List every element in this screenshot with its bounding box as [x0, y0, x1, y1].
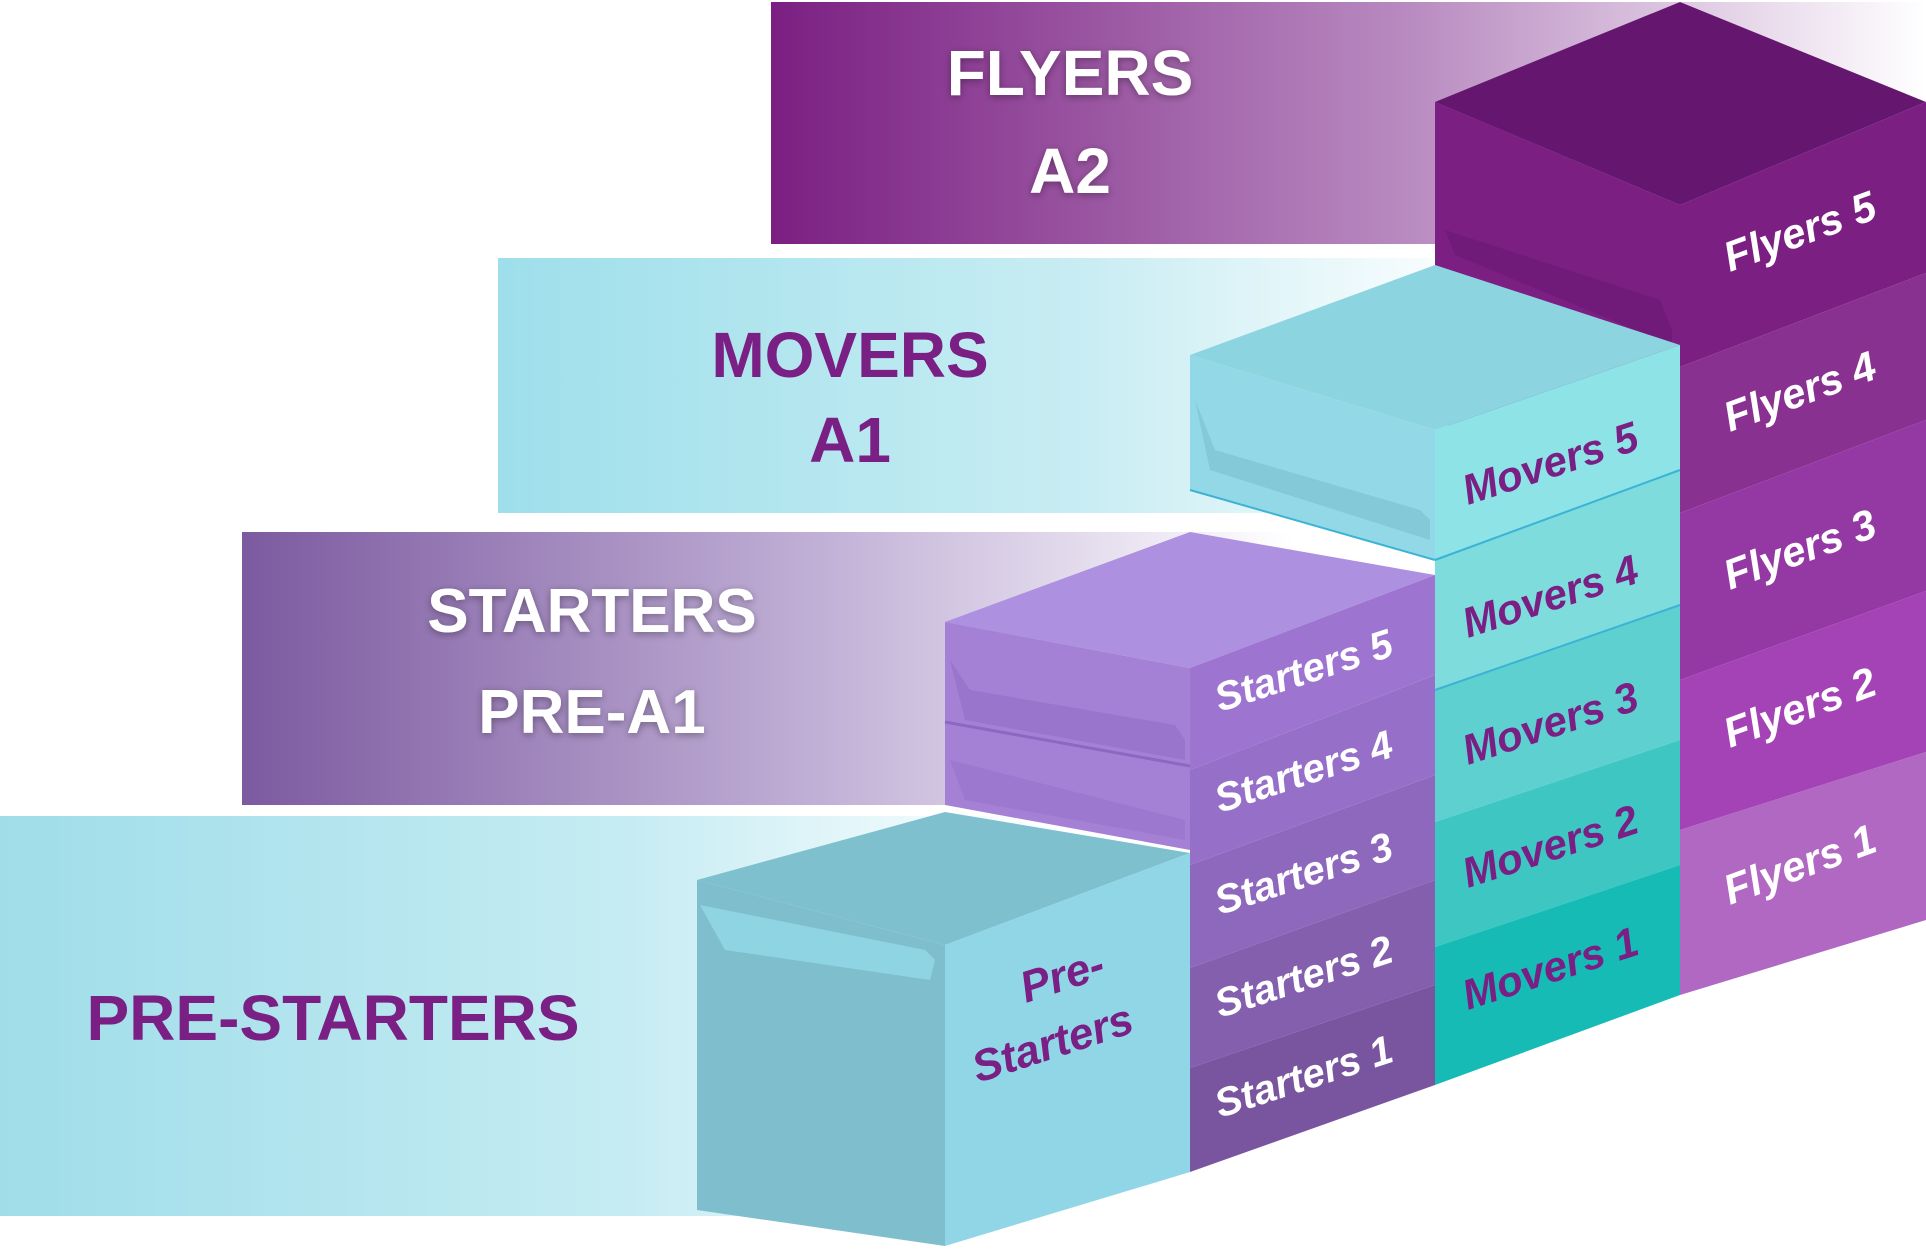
- flyers-block-top: [1435, 2, 1926, 205]
- movers-block-top: [1190, 265, 1680, 430]
- flyers-step-2: [1680, 591, 1926, 830]
- starters-cefr: PRE-A1: [478, 678, 705, 747]
- flyers-step-4: [1680, 273, 1926, 513]
- prestarters-block: [697, 812, 1190, 1246]
- starters-step-2: [1190, 880, 1435, 1068]
- prestarters-block-front-face: [945, 853, 1190, 1246]
- movers-block-left-face-shade: [1195, 400, 1430, 540]
- starters-step-4: [1190, 675, 1435, 865]
- flyers-block-left-face-shade: [1445, 230, 1672, 345]
- starters-block-top: [945, 532, 1435, 668]
- starters-step-1: [1190, 985, 1435, 1172]
- starters-block-left-face-shade-2: [950, 760, 1185, 840]
- movers-block-edge: [1189, 489, 1436, 561]
- movers-step-3: [1435, 605, 1680, 822]
- flyers-step-3: [1680, 420, 1926, 680]
- flyers-step-5: [1680, 102, 1926, 367]
- prestarters-block-top: [697, 812, 1190, 945]
- starters-step-5: [1190, 575, 1435, 770]
- movers-cefr: A1: [809, 404, 891, 476]
- starters-step-3: [1190, 775, 1435, 968]
- movers-step-1: [1435, 865, 1680, 1085]
- movers-step-4: [1435, 470, 1680, 690]
- movers-step-5: [1435, 345, 1680, 560]
- movers-title: MOVERS: [711, 319, 988, 391]
- movers-step-2: [1435, 740, 1680, 947]
- starters-block-left-face-shade-1: [950, 660, 1185, 760]
- movers-block: [1189, 265, 1681, 1085]
- prestarters-block-left-face-shade: [700, 905, 935, 980]
- flyers-title: FLYERS: [947, 37, 1194, 109]
- flyers-step-1: [1680, 752, 1926, 995]
- prestarters-title: PRE-STARTERS: [86, 982, 579, 1054]
- starters-title: STARTERS: [427, 577, 757, 646]
- starters-block: [944, 532, 1435, 1172]
- flyers-cefr: A2: [1029, 135, 1111, 207]
